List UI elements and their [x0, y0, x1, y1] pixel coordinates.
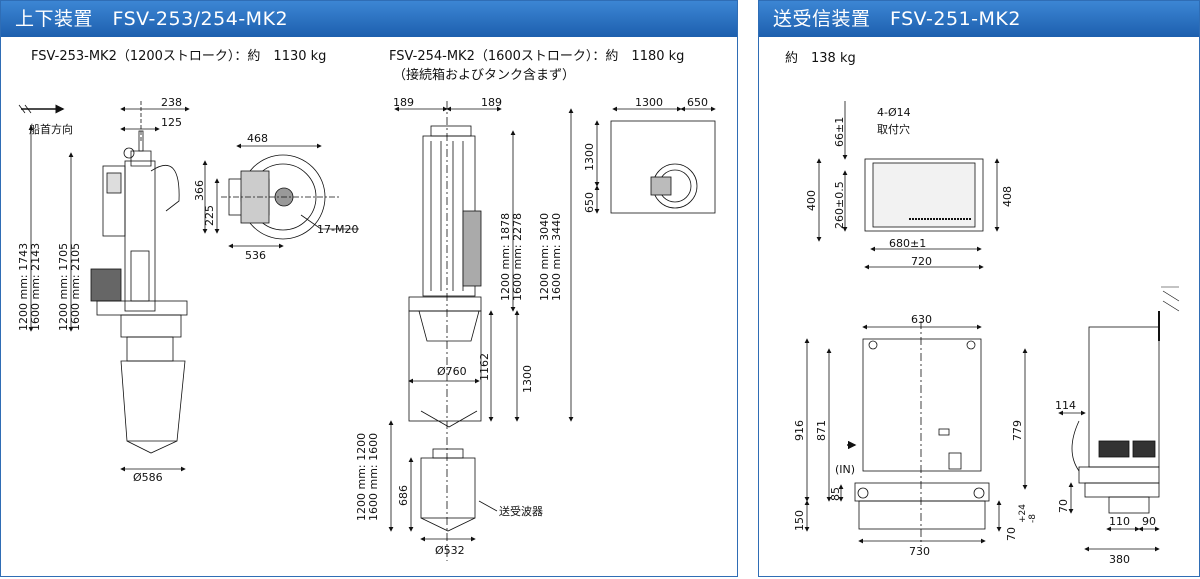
dim-916: 916 — [793, 420, 806, 441]
dim-110: 110 — [1109, 515, 1130, 528]
dim-225: 225 — [203, 205, 216, 226]
transceiver-front-view — [854, 321, 990, 546]
bow-label: 船首方向 — [29, 122, 73, 136]
dim-238: 238 — [161, 96, 182, 109]
transducer-tank — [420, 448, 498, 532]
dim-680: 680±1 — [889, 237, 926, 250]
dim-m20: 17-M20 — [317, 223, 358, 236]
lifting-unit-panel: 上下装置 FSV-253/254-MK2 FSV-253-MK2（1200ストロ… — [0, 0, 738, 577]
transceiver-title: 送受信装置 FSV-251-MK2 — [759, 1, 1199, 37]
dim-1300b: 1300 — [583, 143, 596, 171]
dim-408: 408 — [1001, 186, 1014, 207]
dim-90: 90 — [1142, 515, 1156, 528]
mk253-side-view — [90, 101, 188, 454]
stroke-d2: 1600 mm: 3440 — [550, 213, 563, 301]
transceiver-drawing: 4-Ø14 取付穴 680±1 720 630 (IN) 730 114 110… — [793, 101, 1180, 566]
dim-150: 150 — [793, 510, 806, 531]
dim-586: Ø586 — [133, 471, 163, 484]
transducer-label: 送受波器 — [499, 504, 543, 518]
stroke-d1: 1200 mm: 3040 — [538, 213, 551, 301]
stroke-e1: 1200 mm: 1200 — [355, 433, 368, 521]
dim-380: 380 — [1109, 553, 1130, 566]
holes-note: 取付穴 — [877, 122, 910, 136]
dim-366: 366 — [193, 180, 206, 201]
lifting-unit-title: 上下装置 FSV-253/254-MK2 — [1, 1, 737, 37]
mk254-note: （接続箱およびタンク含まず） — [393, 68, 576, 83]
dim-114: 114 — [1055, 399, 1076, 412]
dim-85: 85 — [829, 487, 842, 501]
dim-730: 730 — [909, 545, 930, 558]
stroke-e2: 1600 mm: 1600 — [367, 433, 380, 521]
bow-direction-arrow — [18, 104, 65, 114]
dim-760: Ø760 — [437, 365, 467, 378]
stroke-a1: 1200 mm: 1743 — [17, 243, 30, 331]
tol-minus: -8 — [1028, 514, 1038, 523]
dim-650a: 650 — [687, 96, 708, 109]
dim-650b: 650 — [583, 192, 596, 213]
tol-plus: +24 — [1018, 504, 1028, 523]
transceiver-panel: 送受信装置 FSV-251-MK2 約 138 kg — [758, 0, 1200, 577]
transceiver-weight: 約 138 kg — [785, 51, 856, 66]
transceiver-top-view — [864, 158, 984, 232]
stroke-c2: 1600 mm: 2278 — [511, 213, 524, 301]
dim-1162: 1162 — [478, 353, 491, 381]
mk254-plan-view — [610, 120, 716, 214]
dim-630: 630 — [911, 313, 932, 326]
stroke-c1: 1200 mm: 1878 — [499, 213, 512, 301]
stroke-b1: 1200 mm: 1705 — [57, 243, 70, 331]
mk254-caption: FSV-254-MK2（1600ストローク）：約 1180 kg — [389, 49, 685, 64]
dim-536: 536 — [245, 249, 266, 262]
dim-871: 871 — [815, 420, 828, 441]
lifting-unit-drawing: 船首方向 238 125 468 536 17-M20 Ø586 189 189… — [17, 96, 716, 561]
dim-686: 686 — [397, 485, 410, 506]
dim-1300a: 1300 — [635, 96, 663, 109]
dim-125: 125 — [161, 116, 182, 129]
transceiver-side-view — [1071, 286, 1180, 514]
dim-189a: 189 — [393, 96, 414, 109]
dim-1300c: 1300 — [521, 365, 534, 393]
mk253-caption: FSV-253-MK2（1200ストローク）：約 1130 kg — [31, 49, 327, 64]
dim-260: 260±0.5 — [833, 181, 846, 229]
mk253-top-view — [221, 154, 341, 240]
dim-70b: 70 — [1057, 499, 1070, 513]
dim-779: 779 — [1011, 420, 1024, 441]
dim-720: 720 — [911, 255, 932, 268]
dim-468: 468 — [247, 132, 268, 145]
stroke-b2: 1600 mm: 2105 — [69, 243, 82, 331]
dim-66: 66±1 — [833, 117, 846, 147]
in-label: (IN) — [835, 463, 855, 476]
dim-532: Ø532 — [435, 544, 465, 557]
dim-189b: 189 — [481, 96, 502, 109]
mk254-side-view — [408, 101, 482, 561]
dim-400: 400 — [805, 190, 818, 211]
holes-label: 4-Ø14 — [877, 106, 911, 119]
dim-70a: 70 — [1005, 527, 1018, 541]
stroke-a2: 1600 mm: 2143 — [29, 243, 42, 331]
